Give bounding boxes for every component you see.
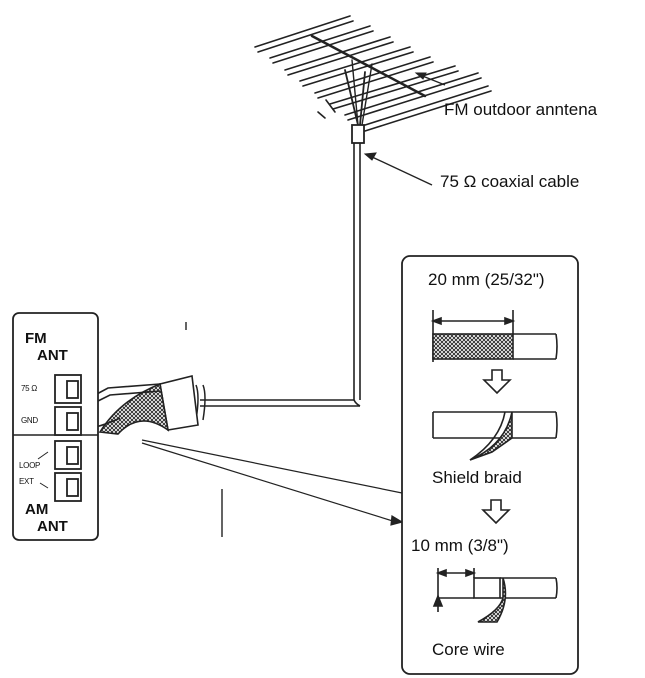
antenna-label: FM outdoor anntena (444, 100, 598, 119)
am-ant-label-line1: AM (25, 501, 49, 518)
coaxial-cable (200, 143, 361, 407)
step1-cable (430, 310, 558, 362)
cable-label: 75 Ω coaxial cable (440, 172, 580, 191)
terminal-loop-label: LOOP (19, 461, 41, 470)
fm-ant-label-line1: FM (25, 330, 47, 347)
cable-end (91, 375, 199, 435)
step2-cable (432, 411, 558, 461)
terminal-ext-label: EXT (19, 477, 34, 486)
stripping-detail-panel (401, 255, 579, 675)
terminal-panel (12, 312, 99, 541)
fm-antenna (254, 15, 492, 144)
strip-length-20mm-label: 20 mm (25/32") (428, 270, 545, 289)
step3-cable (432, 568, 558, 623)
terminal-gnd-label: GND (21, 416, 38, 425)
core-wire-label: Core wire (432, 640, 505, 659)
detail-leaders (141, 439, 404, 526)
shield-braid-label: Shield braid (432, 468, 522, 487)
terminal-75-label: 75 Ω (21, 384, 37, 393)
step-arrow-1 (482, 369, 512, 395)
strip-length-10mm-label: 10 mm (3/8") (411, 536, 509, 555)
am-ant-label-line2: ANT (37, 518, 68, 535)
fm-ant-label-line2: ANT (37, 347, 68, 364)
antenna-leader (414, 72, 446, 86)
cable-leader (363, 152, 433, 186)
step-arrow-2 (481, 499, 511, 525)
